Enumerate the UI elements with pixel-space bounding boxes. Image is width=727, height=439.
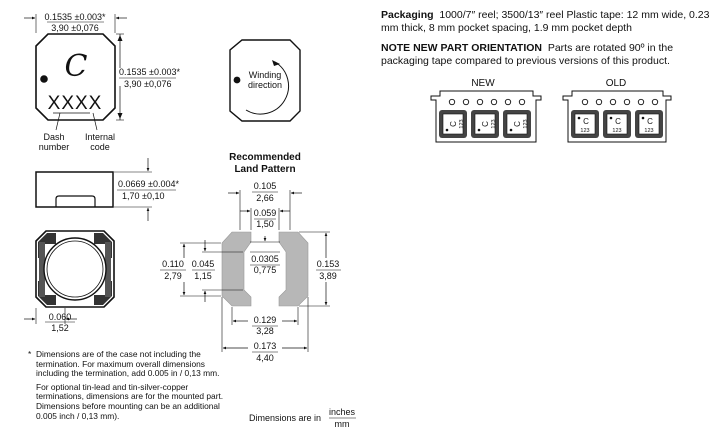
units-note: Dimensions are in inches mm	[249, 407, 356, 429]
land-d1-mm: 2,66	[256, 193, 274, 203]
tape-old-code-2: 123	[612, 128, 621, 134]
units-top: inches	[329, 407, 356, 417]
side-body	[35, 171, 114, 208]
tape-new-pocket-3: C 123	[503, 110, 531, 138]
new-label: NEW	[471, 78, 495, 89]
footnote-p2: For optional tin-lead and tin-silver-cop…	[36, 381, 224, 421]
marking-letter: C	[65, 49, 88, 84]
land-d2-mm: 1,50	[256, 219, 274, 229]
tape-new-letter-1: C	[449, 121, 458, 127]
footnote-p1: Dimensions are of the case not including…	[36, 349, 220, 379]
bottom-core-circle	[43, 237, 107, 301]
tape-new-code-2: 123	[491, 119, 497, 128]
tape-old-letter-3: C	[647, 117, 653, 126]
bottom-view: 0.060 1,52	[24, 230, 115, 333]
winding-part-outline	[229, 39, 301, 122]
land-d6-in: 0.153	[317, 259, 340, 269]
orientation-note-text: Parts are rotated 90º in the packaging t…	[381, 42, 674, 67]
tape-old-code-1: 123	[580, 128, 589, 134]
land-d3-mm: 0,775	[254, 265, 277, 275]
land-d8-in: 0.173	[254, 341, 277, 351]
tape-new: NEW C 123 C 123 C 123	[430, 78, 542, 143]
land-d8-mm: 4,40	[256, 353, 274, 363]
land-d5-in: 0.045	[192, 259, 215, 269]
units-bottom: mm	[335, 419, 350, 429]
tape-old: OLD C 123 C 123 C 123	[562, 78, 672, 143]
units-prefix: Dimensions are in	[249, 413, 321, 423]
side-view: 0.0669 ±0.004* 1,70 ±0,10	[35, 158, 179, 221]
length-mm: 3,90 ±0,076	[124, 79, 171, 89]
polarity-dot	[40, 75, 48, 83]
tape-old-letter-2: C	[615, 117, 621, 126]
tape-new-letter-3: C	[513, 121, 522, 127]
packaging-paragraph: Packaging 1000/7″ reel; 3500/13″ reel Pl…	[381, 9, 723, 34]
land-d3-in: 0.0305	[251, 254, 279, 264]
tape-new-code-3: 123	[523, 119, 529, 128]
land-d5-mm: 1,15	[194, 271, 212, 281]
land-pad-right	[278, 231, 309, 307]
packaging-text: 1000/7″ reel; 3500/13″ reel Plastic tape…	[381, 9, 710, 34]
land-title-2: Land Pattern	[234, 164, 295, 175]
tape-old-pocket-2: C 123	[603, 110, 631, 138]
land-d4-in: 0.110	[162, 259, 184, 269]
width-in: 0.1535 ±0.003*	[45, 12, 106, 22]
old-label: OLD	[606, 78, 627, 89]
tape-old-pocket-1: C 123	[571, 110, 599, 138]
tape-new-code-1: 123	[459, 119, 465, 128]
packaging-heading: Packaging	[381, 9, 434, 21]
packaging-info: Packaging 1000/7″ reel; 3500/13″ reel Pl…	[381, 9, 723, 75]
tape-new-pocket-2: C 123	[471, 110, 499, 138]
height-mm: 1,70 ±0,10	[122, 191, 164, 201]
land-pattern: Recommended Land Pattern 0.105 2,66 0.05…	[160, 152, 341, 363]
height-in: 0.0669 ±0.004*	[118, 179, 179, 189]
orientation-note: NOTE NEW PART ORIENTATION Parts are rota…	[381, 42, 723, 67]
land-d2-in: 0.059	[254, 208, 277, 218]
width-mm: 3,90 ±0,076	[51, 23, 98, 33]
pad-mm: 1,52	[51, 323, 69, 333]
land-d1-in: 0.105	[254, 181, 277, 191]
land-pad-left	[221, 231, 252, 307]
tape-old-pocket-3: C 123	[635, 110, 663, 138]
tape-old-letter-1: C	[583, 117, 589, 126]
footnote: * Dimensions are of the case not includi…	[28, 349, 236, 421]
pad-in: 0.060	[49, 312, 72, 322]
marking-code: XXXX	[48, 93, 103, 114]
land-d6-mm: 3,89	[319, 271, 337, 281]
land-d4-mm: 2,79	[164, 271, 182, 281]
land-title-1: Recommended	[229, 152, 301, 163]
tape-old-code-3: 123	[644, 128, 653, 134]
land-d7-in: 0.129	[254, 315, 277, 325]
winding-arrow	[245, 61, 289, 115]
tape-new-letter-2: C	[481, 121, 490, 127]
part-outline	[35, 33, 116, 121]
length-in: 0.1535 ±0.003*	[119, 67, 180, 77]
winding-dot	[233, 76, 241, 84]
footnote-star: *	[28, 349, 32, 359]
tape-new-pocket-1: C 123	[439, 110, 467, 138]
land-d7-mm: 3,28	[256, 326, 274, 336]
orientation-note-heading: NOTE NEW PART ORIENTATION	[381, 42, 542, 54]
